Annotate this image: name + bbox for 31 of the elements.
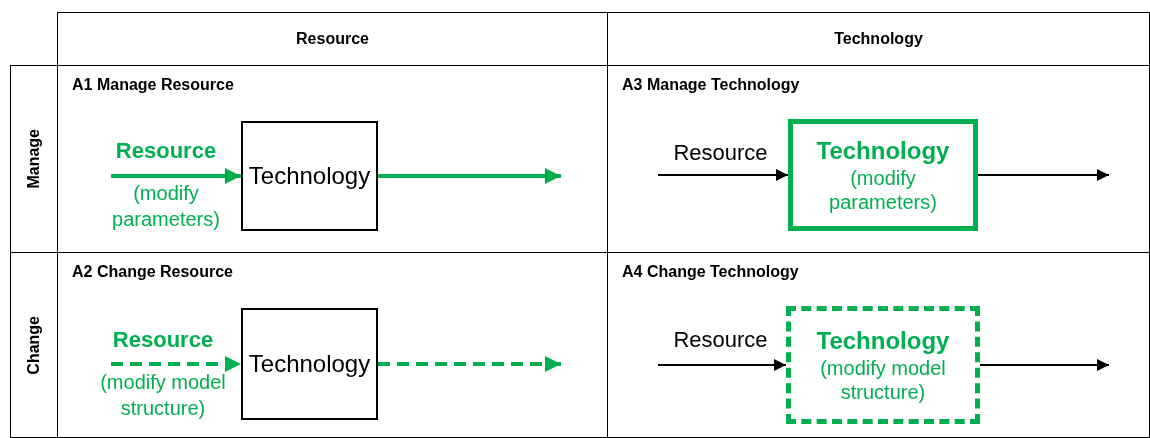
- arrow: [657, 169, 789, 181]
- arrow: [378, 168, 561, 184]
- cell-heading: A2 Change Resource: [72, 263, 233, 281]
- cell-heading: A4 Change Technology: [622, 263, 799, 281]
- arrow: [979, 359, 1110, 371]
- arrow: [977, 169, 1110, 181]
- box-note: (modify parameters): [828, 166, 938, 214]
- arrow: [111, 356, 241, 372]
- column-header: Technology: [834, 30, 923, 48]
- box-title: Technology: [815, 326, 951, 356]
- table-cell: [607, 252, 1150, 438]
- edge-label: Resource (modify model structure): [99, 327, 227, 421]
- edge-label: Resource: [672, 140, 769, 166]
- box-title: Technology: [815, 136, 951, 166]
- edge-label: Resource: [672, 327, 769, 353]
- process-box: [241, 121, 378, 231]
- row-header: Manage: [25, 129, 43, 189]
- box-title: Technology: [247, 349, 372, 379]
- process-box: [786, 306, 980, 424]
- box-title: Technology: [247, 161, 372, 191]
- arrow: [378, 356, 561, 372]
- box-note: (modify model structure): [819, 356, 947, 404]
- cell-heading: A3 Manage Technology: [622, 76, 800, 94]
- process-box: [241, 308, 378, 420]
- arrow: [111, 168, 241, 184]
- edge-label: Resource (modify parameters): [111, 138, 221, 232]
- arrow: [657, 359, 787, 371]
- row-header: Change: [25, 315, 43, 375]
- column-header: Resource: [296, 30, 369, 48]
- cell-heading: A1 Manage Resource: [72, 76, 234, 94]
- process-box: [788, 119, 978, 231]
